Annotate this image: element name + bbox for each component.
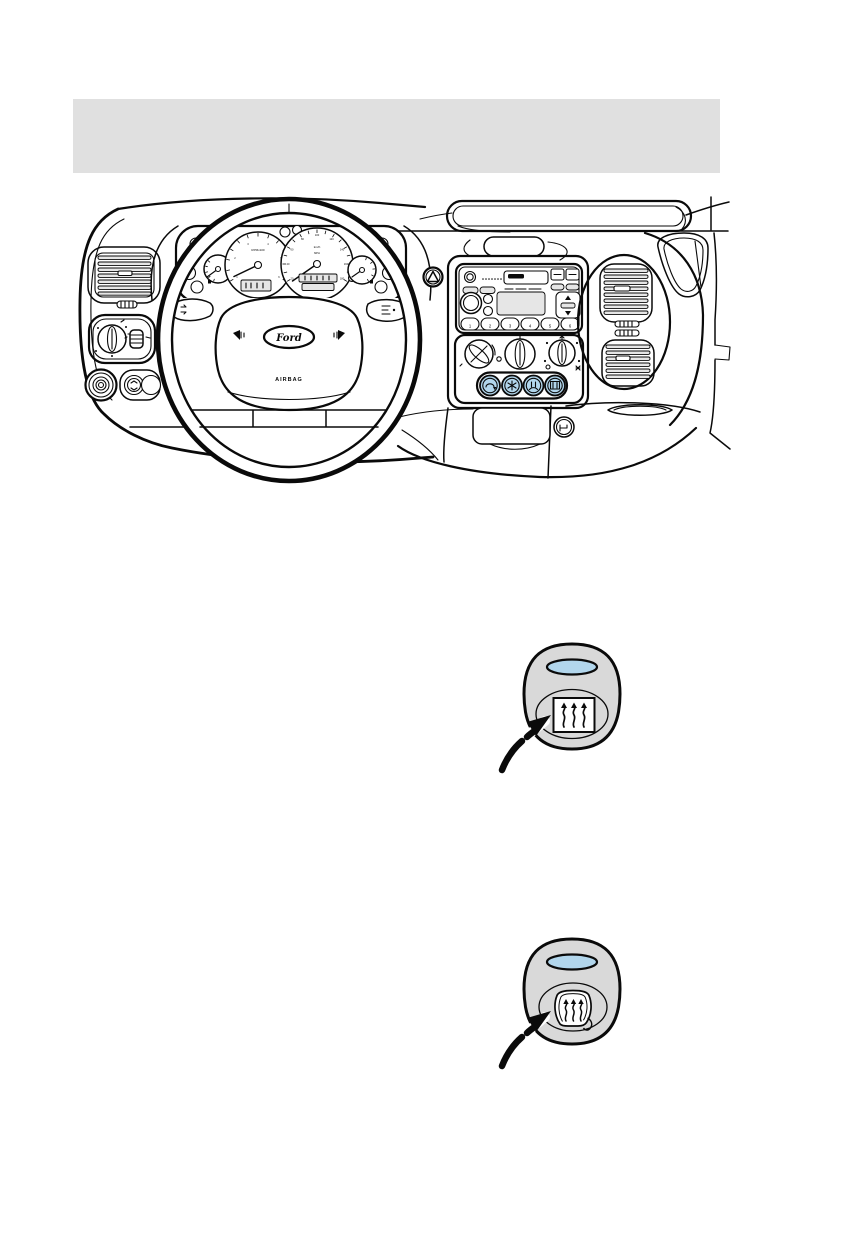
svg-text:160: 160 xyxy=(344,262,349,266)
svg-text:1: 1 xyxy=(236,275,238,279)
svg-text:4: 4 xyxy=(529,324,532,329)
climate-button-strip xyxy=(475,371,569,400)
indicator-lamp xyxy=(545,953,599,971)
air-recirculation-icon xyxy=(485,383,495,388)
ac-icon xyxy=(507,380,517,391)
airbag-label: AIRBAG xyxy=(275,377,303,383)
rear-defrost-button-small xyxy=(544,374,566,397)
ta-button xyxy=(482,293,494,305)
left-air-vent xyxy=(87,246,161,309)
indicator-lamp xyxy=(545,658,599,676)
temperature-gauge xyxy=(347,255,377,285)
heated-windshield-icon xyxy=(554,989,593,1031)
right-lower-vent xyxy=(601,339,655,387)
fan-speed-knob xyxy=(459,339,502,369)
svg-text:Ford: Ford xyxy=(275,333,301,344)
eon-button xyxy=(482,305,494,317)
svg-text:20: 20 xyxy=(291,277,294,281)
volume-knob xyxy=(463,270,477,284)
callout-arrow xyxy=(497,1011,551,1071)
figure-rear-defrost-switch xyxy=(497,642,622,775)
svg-text:3: 3 xyxy=(509,324,512,329)
horn-icon xyxy=(233,330,245,340)
svg-text:6: 6 xyxy=(569,324,572,329)
svg-text:2: 2 xyxy=(234,256,236,260)
speedo-sublabel: MPH xyxy=(314,251,320,255)
dash-top-tray xyxy=(445,199,693,261)
temperature-knob xyxy=(504,335,536,370)
trip-display xyxy=(301,283,335,291)
lower-dash xyxy=(472,404,673,450)
air-distribution-knob xyxy=(543,335,581,371)
svg-text:100: 100 xyxy=(315,233,320,237)
chapter-header-bar xyxy=(73,99,720,173)
figure-windshield-defrost-switch xyxy=(497,937,622,1071)
headlamp-switch-knob xyxy=(95,319,132,357)
left-lower-controls xyxy=(84,368,162,402)
svg-text:2: 2 xyxy=(489,324,492,329)
windshield-defrost-icon xyxy=(528,387,539,391)
steering-wheel: Ford AIRBAG xyxy=(155,196,423,484)
left-speaker-grille xyxy=(116,300,138,309)
wiper-stalk xyxy=(365,298,409,322)
headlamp-control-panel xyxy=(87,313,157,365)
door-grab-handle xyxy=(657,232,709,298)
callout-arrow xyxy=(497,715,551,775)
svg-text:1: 1 xyxy=(469,324,472,329)
instrument-cluster: RPMx100 1 2 3 4 5 6 km/h MPH 20 40 xyxy=(174,224,408,304)
heated-rear-window-icon xyxy=(552,697,596,733)
svg-text:6: 6 xyxy=(278,275,280,279)
radio-mode-button xyxy=(479,286,496,294)
radio-dot-row xyxy=(482,278,502,280)
windshield-defrost-button-small xyxy=(522,374,545,397)
radio-preset-buttons: 1 2 3 4 5 6 xyxy=(460,317,580,331)
svg-text:80: 80 xyxy=(301,237,304,241)
right-upper-vent xyxy=(599,263,653,323)
climate-control-panel xyxy=(453,333,585,405)
speedometer: km/h MPH 20 40 60 80 100 120 140 160 180 xyxy=(280,227,354,301)
gear-display xyxy=(240,279,272,292)
radio-unit: 1 2 3 4 5 6 xyxy=(454,262,584,335)
dash-top-bin xyxy=(483,236,545,257)
ford-logo: Ford xyxy=(262,324,316,350)
svg-text:120: 120 xyxy=(329,237,334,241)
menu-rocker xyxy=(555,291,581,319)
rear-defrost-icon xyxy=(549,380,561,390)
mirror-control-switches xyxy=(119,369,162,401)
air-conditioning-button xyxy=(501,374,523,397)
hazard-flasher-button xyxy=(422,266,444,288)
svg-text:140: 140 xyxy=(340,248,345,252)
tach-label: RPMx100 xyxy=(251,248,265,252)
airbag-pad: Ford AIRBAG xyxy=(214,295,364,412)
storage-pocket xyxy=(472,407,551,445)
cassette-slot xyxy=(503,270,549,285)
blank-switch-knob xyxy=(84,368,118,402)
center-console: 1 2 3 4 5 6 xyxy=(446,254,590,410)
svg-text:3: 3 xyxy=(247,242,249,246)
vent-tab xyxy=(117,270,133,277)
svg-text:5: 5 xyxy=(549,324,552,329)
right-air-vents xyxy=(576,253,672,391)
right-speaker-grilles xyxy=(614,320,640,337)
dashboard-illustration: RPMx100 1 2 3 4 5 6 km/h MPH 20 40 xyxy=(78,196,731,484)
radio-display xyxy=(496,291,546,316)
recirculation-button xyxy=(479,374,501,397)
horn-icon xyxy=(333,330,345,340)
rear-defrost-switch xyxy=(497,642,622,775)
windshield-defrost-switch xyxy=(497,937,622,1071)
svg-text:40: 40 xyxy=(287,262,290,266)
radio-small-button xyxy=(550,283,565,291)
vent-tab xyxy=(615,355,631,362)
hazard-triangle-icon xyxy=(426,270,440,283)
vent-tab xyxy=(613,285,631,292)
glove-box-tray xyxy=(607,404,673,416)
radio-small-button xyxy=(565,283,580,291)
svg-text:180: 180 xyxy=(340,277,345,281)
odometer-display xyxy=(298,273,338,283)
dimmer-thumbwheel xyxy=(124,329,151,349)
svg-text:4: 4 xyxy=(267,242,269,246)
svg-text:60: 60 xyxy=(291,248,294,252)
speedo-label: km/h xyxy=(314,245,321,249)
cigarette-lighter xyxy=(553,416,575,438)
